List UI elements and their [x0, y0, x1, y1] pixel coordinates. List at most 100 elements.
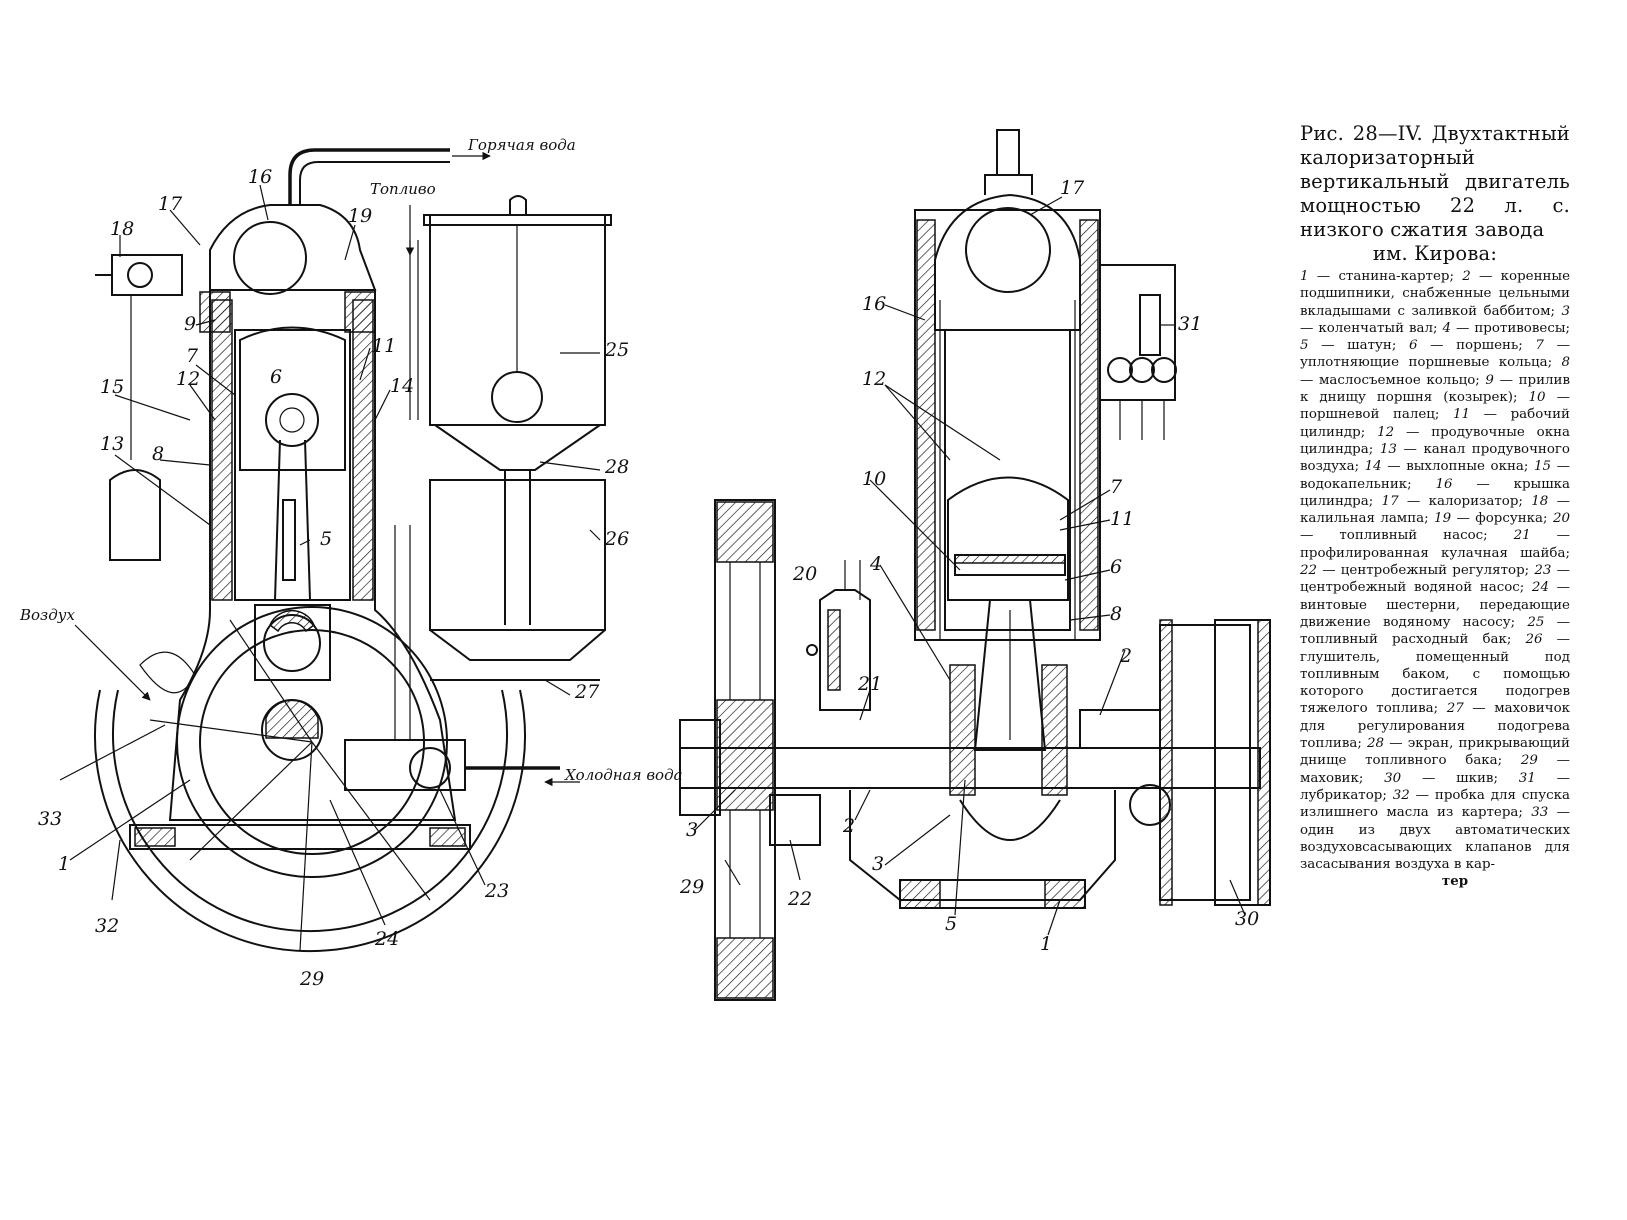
- left-callout-numbers: 16 17 18 19 9 7 12 6 11 14 15 13 8 5 25 …: [38, 166, 629, 990]
- legend-item-text: маслосъемное кольцо;: [1319, 372, 1480, 388]
- callout-right-10: 10: [862, 468, 886, 490]
- legend-item-number: 25: [1527, 614, 1545, 630]
- legend-item-number: 7: [1535, 338, 1544, 354]
- legend-item-text: коренные подшипники, снабженные цельными…: [1300, 269, 1571, 319]
- callout-left-25: 25: [604, 339, 629, 361]
- callout-left-19: 19: [348, 205, 372, 227]
- legend-item: 19 — форсунка;: [1434, 511, 1548, 527]
- legend-item-text: маховичок для регулирования подогрева то…: [1300, 701, 1570, 752]
- legend-item-number: 12: [1377, 424, 1395, 440]
- legend-item: 28 — экран, прикрывающий днище топливног…: [1300, 736, 1570, 769]
- right-callout-numbers: 17 16 12 31 10 7 11 6 4 20 8 2 21 3 2 3 …: [679, 177, 1259, 955]
- legend-item-text: форсунка;: [1475, 511, 1548, 527]
- legend-item-text: рабочий цилиндр;: [1300, 407, 1570, 440]
- legend-item-text: пробка для спуска излишнего масла из кар…: [1300, 787, 1570, 821]
- left-hot-bulb-lamp: [95, 254, 183, 561]
- legend-item-number: 18: [1531, 493, 1549, 509]
- legend-item-number: 9: [1485, 372, 1494, 388]
- legend-item-text: шкив;: [1456, 770, 1498, 786]
- legend-item-text: топливный расходный бак;: [1300, 632, 1512, 648]
- callout-left-23: 23: [484, 880, 509, 902]
- callout-left-33: 33: [38, 808, 62, 830]
- callout-right-2-b: 2: [842, 815, 855, 837]
- left-calorizer: [233, 221, 307, 295]
- legend-item: 14 — выхлопные окна;: [1364, 459, 1529, 475]
- legend-item-text: уплотняющие поршневые кольца;: [1300, 355, 1553, 371]
- legend-item-number: 15: [1533, 459, 1552, 475]
- legend-item-number: 4: [1442, 320, 1452, 336]
- legend-item-text: калильная лампа;: [1300, 511, 1429, 527]
- legend-item: 1 — станина-картер;: [1300, 269, 1454, 284]
- legend-item-text: маховик;: [1300, 770, 1364, 786]
- right-piston: [947, 476, 1069, 601]
- legend-item-text: глушитель, помещенный под топливным бако…: [1300, 649, 1570, 717]
- legend-item: 21 — профилированная кулачная шайба;: [1300, 528, 1570, 561]
- legend-item: 23 — центробежный водяной насос;: [1300, 563, 1570, 596]
- callout-right-5: 5: [945, 913, 957, 935]
- legend-item-text: поршневой палец;: [1300, 407, 1440, 423]
- legend-item: 26 — глушитель, помещенный под топливным…: [1300, 632, 1571, 717]
- callout-left-29: 29: [299, 968, 324, 990]
- caption-tail: тер: [1441, 873, 1469, 890]
- right-fuel-pump: [806, 560, 871, 711]
- legend-item-number: 1: [1300, 269, 1309, 284]
- right-lubricator: [1099, 264, 1177, 440]
- callout-right-29: 29: [679, 876, 704, 898]
- legend-item-number: 23: [1534, 563, 1552, 579]
- legend-item-number: 5: [1300, 338, 1309, 354]
- left-callout-leaders: [59, 184, 601, 926]
- legend-item: 7 — уплотняющие поршневые кольца;: [1300, 338, 1570, 371]
- caption-title-end: им. Кирова:: [1372, 242, 1498, 265]
- legend-item-number: 8: [1561, 355, 1571, 371]
- legend-item-number: 21: [1513, 528, 1531, 544]
- callout-right-8: 8: [1110, 603, 1122, 625]
- legend-item-text: профилированная кулачная шайба;: [1300, 545, 1570, 561]
- callout-left-5: 5: [320, 528, 332, 550]
- callout-left-7: 7: [186, 345, 199, 367]
- callout-left-15: 15: [100, 376, 124, 398]
- legend-item-number: 31: [1518, 770, 1536, 786]
- left-flywheel: [94, 606, 526, 953]
- right-callout-leaders: [694, 196, 1246, 936]
- right-cylinder-head: [934, 193, 1081, 331]
- callout-left-11: 11: [372, 335, 396, 357]
- left-water-pump: [344, 525, 560, 791]
- callout-right-16: 16: [862, 293, 886, 315]
- legend-item: 4 — противовесы;: [1442, 320, 1571, 336]
- caption-title: Рис. 28—IV. Двухтактный калоризаторный в…: [1300, 122, 1570, 266]
- callout-left-17: 17: [158, 193, 183, 215]
- legend-item-number: 6: [1408, 338, 1418, 354]
- legend-item-text: лубрикатор;: [1300, 787, 1387, 803]
- callout-left-9: 9: [184, 313, 196, 335]
- callout-right-3-a: 3: [686, 819, 698, 841]
- callout-right-22: 22: [787, 888, 812, 910]
- callout-right-1: 1: [1040, 933, 1052, 955]
- legend-item-number: 20: [1552, 511, 1570, 527]
- legend-item-number: 16: [1435, 476, 1453, 492]
- legend-item: 17 — калоризатор;: [1381, 493, 1523, 509]
- left-crankcase: [168, 289, 457, 821]
- legend-item: 31 — лубрикатор;: [1300, 770, 1570, 803]
- callout-left-26: 26: [604, 528, 629, 550]
- legend-item-number: 3: [1561, 303, 1570, 319]
- legend-item-text: противовесы;: [1474, 320, 1570, 336]
- legend-item: 20 — топливный насос;: [1300, 511, 1570, 544]
- legend-item-number: 29: [1520, 753, 1538, 769]
- legend-item-text: экран, прикрывающий днище топливного бак…: [1300, 736, 1570, 769]
- legend-item-number: 27: [1446, 701, 1464, 717]
- legend-item: 30 — шкив;: [1384, 770, 1498, 786]
- legend-item-number: 19: [1434, 511, 1452, 527]
- legend-item-number: 30: [1384, 770, 1402, 786]
- callout-right-7: 7: [1110, 476, 1123, 498]
- callout-left-27: 27: [574, 681, 600, 703]
- legend-item: 5 — шатун;: [1300, 338, 1397, 354]
- hot-water-label-1: Горячая вода: [467, 136, 576, 154]
- legend-item: 25 — топливный расходный бак;: [1300, 614, 1570, 648]
- callout-right-21: 21: [857, 673, 882, 695]
- callout-left-8: 8: [152, 443, 164, 465]
- callout-left-16: 16: [248, 166, 272, 188]
- legend-item-number: 11: [1453, 407, 1471, 423]
- right-governor: [769, 794, 821, 846]
- right-flywheel: [714, 499, 776, 1001]
- left-base-plate: [129, 824, 471, 850]
